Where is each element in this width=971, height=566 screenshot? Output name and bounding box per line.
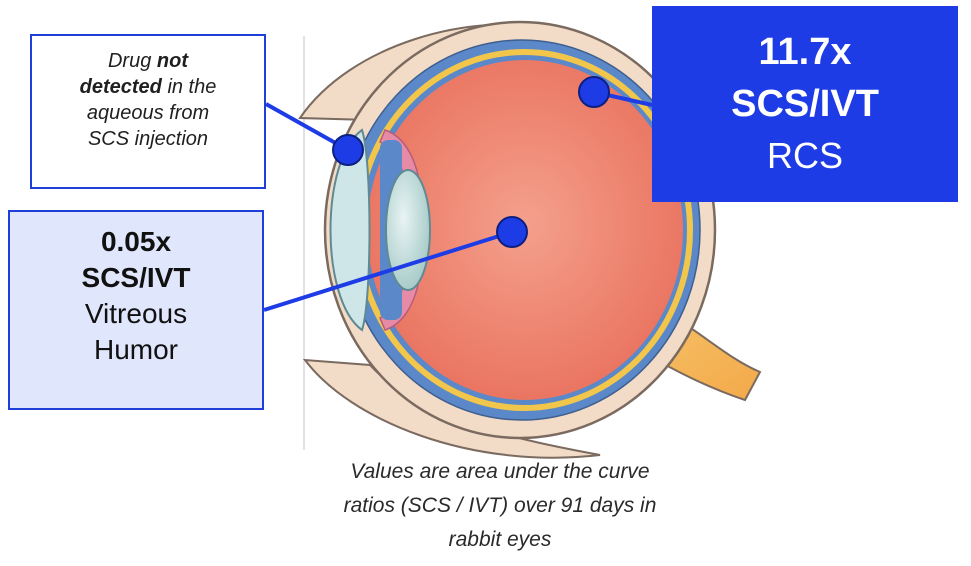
caption-line1: Values are area under the curve xyxy=(270,455,730,489)
rcs-ratio: 11.7x xyxy=(652,26,958,78)
caption-line3: rabbit eyes xyxy=(270,523,730,557)
aqueous-line3: aqueous from xyxy=(42,100,254,126)
rcs-label: RCS xyxy=(652,130,958,182)
rcs-ratio-label: SCS/IVT xyxy=(652,78,958,130)
vitreous-label-line1: Vitreous xyxy=(10,296,262,332)
caption: Values are area under the curve ratios (… xyxy=(270,455,730,557)
lens xyxy=(386,170,430,290)
pointer-dot-vitreous xyxy=(497,217,527,247)
pointer-dot-aqueous xyxy=(333,135,363,165)
aqueous-line4: SCS injection xyxy=(42,126,254,152)
aqueous-callout: Drug not detected in the aqueous from SC… xyxy=(30,34,266,189)
aqueous-line2: detected in the xyxy=(42,74,254,100)
vitreous-ratio: 0.05x xyxy=(10,224,262,260)
vitreous-label-line2: Humor xyxy=(10,332,262,368)
vitreous-callout: 0.05x SCS/IVT Vitreous Humor xyxy=(8,210,264,410)
vitreous-ratio-label: SCS/IVT xyxy=(10,260,262,296)
pointer-dot-rcs xyxy=(579,77,609,107)
aqueous-line1: Drug not xyxy=(42,48,254,74)
caption-line2: ratios (SCS / IVT) over 91 days in xyxy=(270,489,730,523)
rcs-callout: 11.7x SCS/IVT RCS xyxy=(652,6,958,202)
